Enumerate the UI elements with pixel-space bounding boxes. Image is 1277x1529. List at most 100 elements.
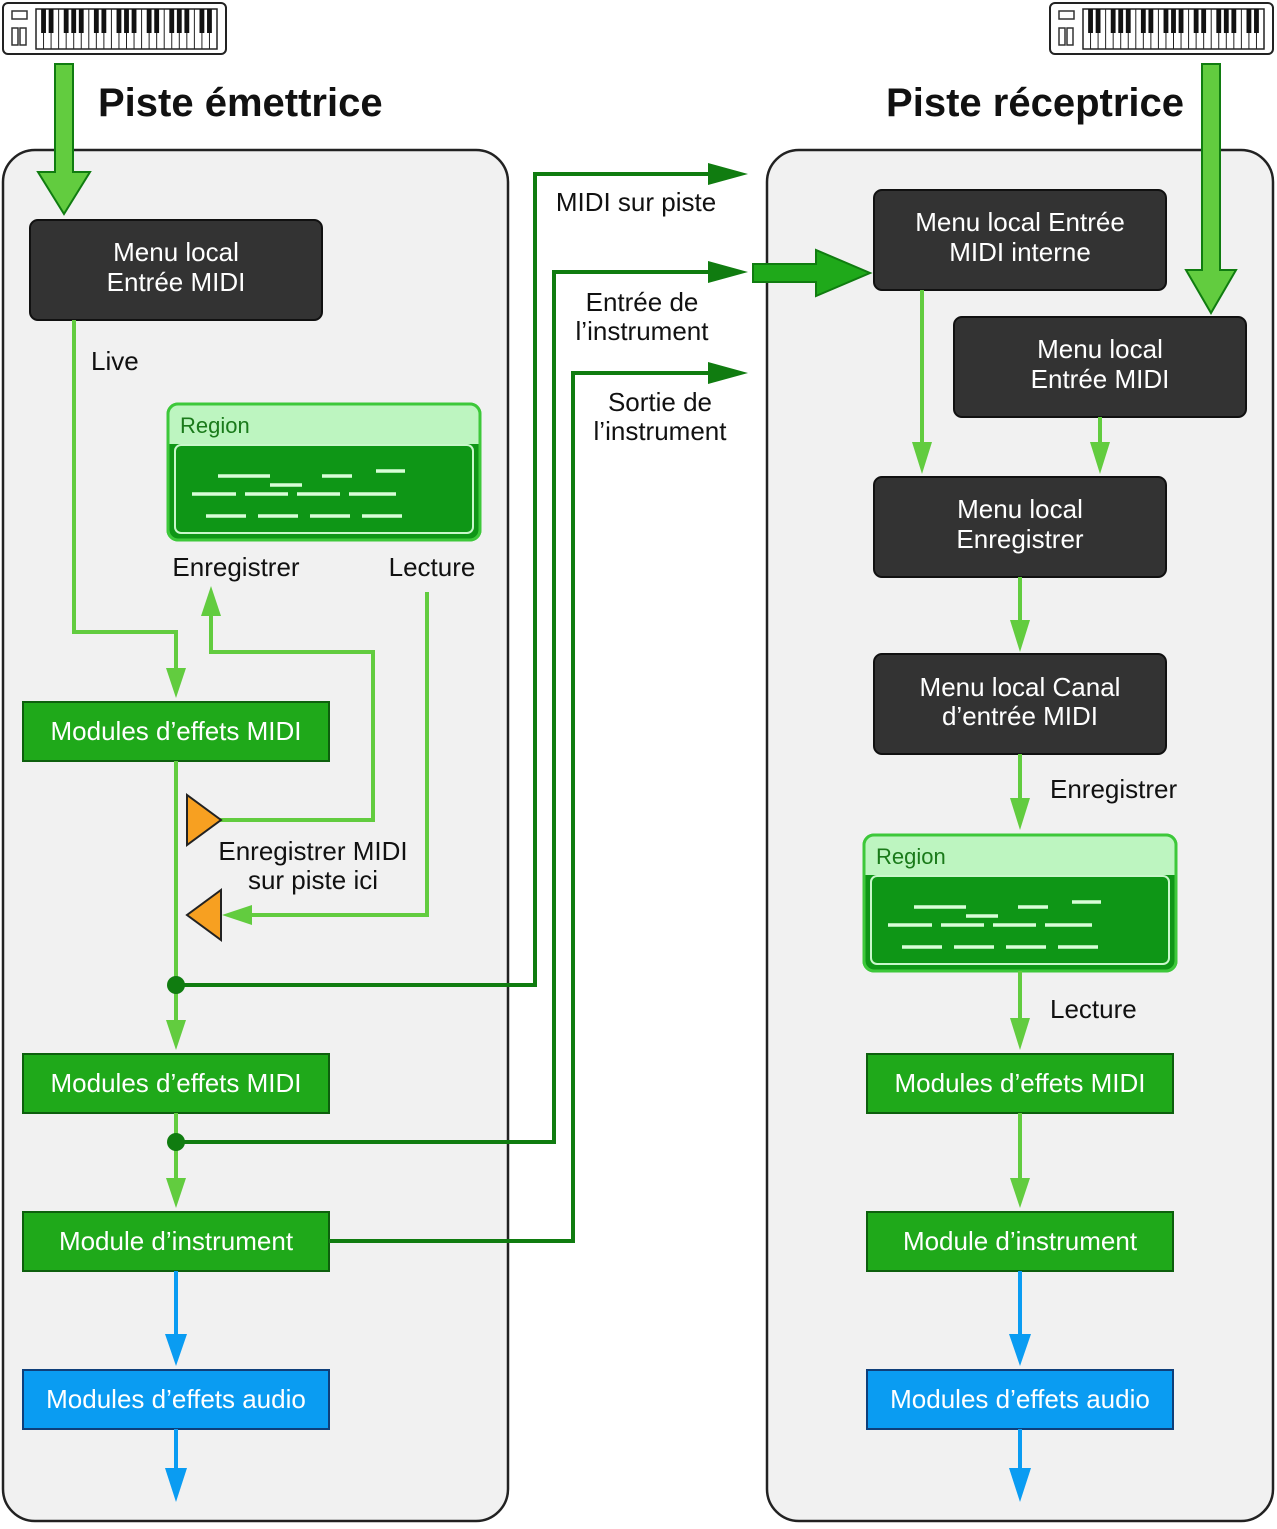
live-label: Live bbox=[91, 346, 139, 376]
black-key bbox=[1125, 9, 1131, 33]
black-key bbox=[1148, 9, 1154, 33]
receiver-midi-channel-menu-line1: Menu local Canal bbox=[920, 672, 1121, 702]
arrowhead bbox=[708, 261, 748, 283]
black-key bbox=[1254, 9, 1259, 33]
record-here-label-line1: Enregistrer MIDI bbox=[218, 836, 407, 866]
receiver-internal-midi-input-menu-line2: MIDI interne bbox=[949, 237, 1091, 267]
tap-point bbox=[167, 1133, 185, 1151]
black-key bbox=[1193, 9, 1199, 33]
black-key bbox=[199, 9, 205, 33]
sender-region: Region bbox=[166, 402, 482, 542]
keyboard-input-arrow bbox=[1184, 63, 1238, 315]
arrowhead bbox=[222, 905, 252, 925]
arrowhead bbox=[165, 1468, 187, 1502]
sender-instrument-label: Module d’instrument bbox=[59, 1226, 294, 1256]
midi-keyboard-icon bbox=[1049, 2, 1274, 55]
black-key bbox=[146, 9, 152, 33]
instrument-output-label-line2: l’instrument bbox=[594, 416, 728, 446]
black-key bbox=[1163, 9, 1169, 33]
arrowhead bbox=[201, 586, 221, 616]
midi-on-track-label: MIDI sur piste bbox=[556, 187, 716, 217]
black-key bbox=[93, 9, 99, 33]
receiver-internal-midi-input-menu-line1: Menu local Entrée bbox=[915, 207, 1125, 237]
black-key bbox=[1171, 9, 1176, 33]
midi-keyboard-icon bbox=[2, 2, 227, 55]
black-key bbox=[71, 9, 77, 33]
arrowhead bbox=[1010, 1178, 1030, 1208]
receiver-midi-fx[interactable] bbox=[866, 1053, 1174, 1114]
sender-playback-label: Lecture bbox=[389, 552, 476, 582]
black-key bbox=[1216, 9, 1222, 33]
arrowhead bbox=[708, 362, 748, 384]
receiver-audio-fx[interactable] bbox=[866, 1369, 1174, 1430]
instrument-output-route bbox=[329, 371, 712, 1243]
sender-record-label: Enregistrer bbox=[172, 552, 299, 582]
black-key bbox=[1140, 9, 1146, 33]
black-key bbox=[176, 9, 182, 33]
receiver-region-label: Region bbox=[876, 844, 946, 869]
piano-keys bbox=[1082, 8, 1265, 50]
black-key bbox=[131, 9, 137, 33]
receiver-audio-fx-label: Modules d’effets audio bbox=[890, 1384, 1150, 1414]
record-point-marker bbox=[186, 793, 223, 847]
black-key bbox=[1118, 9, 1124, 33]
sender-title: Piste émettrice bbox=[98, 81, 383, 125]
black-key bbox=[41, 9, 46, 33]
sender-midi-fx-1[interactable] bbox=[22, 701, 330, 762]
black-key bbox=[124, 9, 129, 33]
black-key bbox=[169, 9, 175, 33]
live-connector bbox=[72, 320, 178, 672]
instrument-input-route bbox=[176, 270, 712, 1144]
arrowhead bbox=[1009, 1468, 1031, 1502]
receiver-midi-channel-menu-line2: d’entrée MIDI bbox=[942, 701, 1098, 731]
piano-keys bbox=[35, 8, 218, 50]
internal-input-arrow bbox=[752, 248, 873, 298]
arrowhead bbox=[165, 1334, 187, 1366]
black-key bbox=[63, 9, 69, 33]
receiver-midi-input-menu-line1: Menu local bbox=[1037, 334, 1163, 364]
black-key bbox=[1231, 9, 1237, 33]
black-key bbox=[116, 9, 122, 33]
arrowhead bbox=[166, 1020, 186, 1050]
tap-point bbox=[167, 976, 185, 994]
sender-audio-fx-label: Modules d’effets audio bbox=[46, 1384, 306, 1414]
arrowhead bbox=[1090, 442, 1110, 474]
receiver-midi-fx-label: Modules d’effets MIDI bbox=[895, 1068, 1146, 1098]
black-key bbox=[1223, 9, 1229, 33]
black-key bbox=[101, 9, 107, 33]
sender-midi-input-menu[interactable] bbox=[29, 219, 323, 321]
black-key bbox=[1110, 9, 1116, 33]
black-key bbox=[1246, 9, 1252, 33]
receiver-instrument-label: Module d’instrument bbox=[903, 1226, 1138, 1256]
black-key bbox=[1088, 9, 1093, 33]
arrowhead bbox=[912, 442, 932, 474]
playback-point-marker bbox=[185, 888, 222, 942]
black-key bbox=[184, 9, 190, 33]
black-key bbox=[48, 9, 54, 33]
black-key bbox=[1201, 9, 1207, 33]
receiver-region: Region bbox=[862, 833, 1178, 973]
record-loop-connector bbox=[209, 612, 375, 822]
receiver-record-label: Enregistrer bbox=[1050, 774, 1177, 804]
instrument-output-label-line1: Sortie de bbox=[608, 387, 712, 417]
arrowhead bbox=[166, 1178, 186, 1208]
record-here-label-line2: sur piste ici bbox=[248, 865, 378, 895]
receiver-internal-midi-input-menu[interactable] bbox=[873, 189, 1167, 291]
midi-on-track-route bbox=[176, 172, 712, 987]
sender-midi-fx-2-label: Modules d’effets MIDI bbox=[51, 1068, 302, 1098]
black-key bbox=[154, 9, 160, 33]
receiver-midi-input-menu-line2: Entrée MIDI bbox=[1031, 364, 1170, 394]
arrowhead bbox=[1010, 620, 1030, 652]
arrowhead bbox=[166, 668, 186, 698]
receiver-playback-label: Lecture bbox=[1050, 994, 1137, 1024]
black-key bbox=[1095, 9, 1101, 33]
sender-midi-fx-1-label: Modules d’effets MIDI bbox=[51, 716, 302, 746]
playback-connector bbox=[248, 592, 429, 917]
arrowhead bbox=[1010, 798, 1030, 830]
sender-midi-input-menu-line2: Entrée MIDI bbox=[107, 267, 246, 297]
sender-instrument[interactable] bbox=[22, 1211, 330, 1272]
black-key bbox=[78, 9, 84, 33]
arrowhead bbox=[1009, 1334, 1031, 1366]
